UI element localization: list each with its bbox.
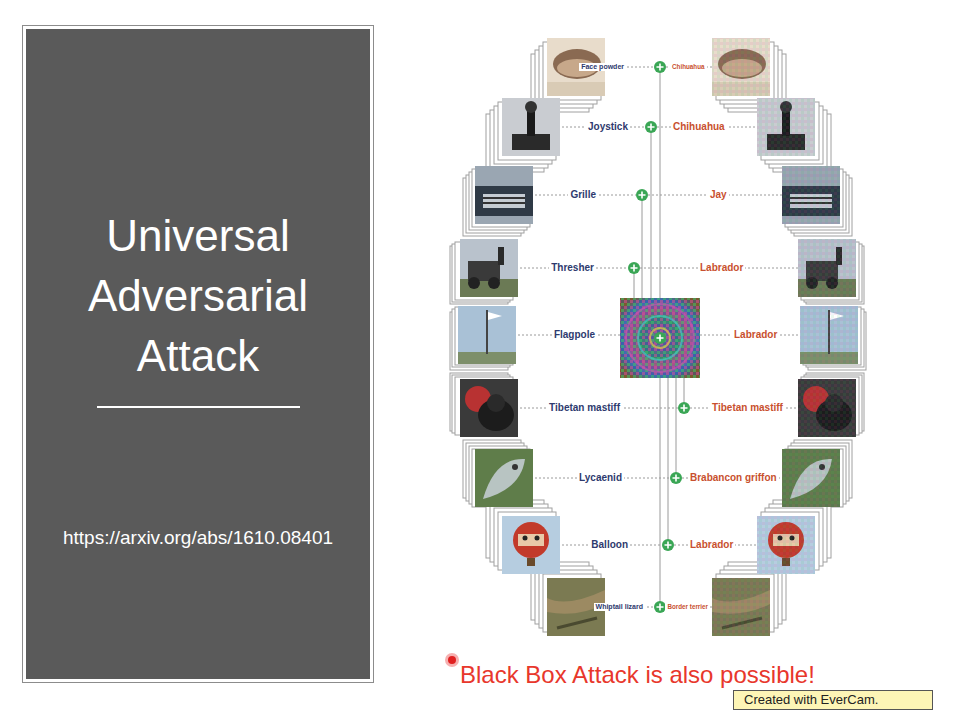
photos-left (458, 38, 605, 636)
perturbation-image (620, 298, 700, 378)
paper-link: https://arxiv.org/abs/1610.08401 (23, 526, 373, 550)
adversarial-class-label: Tibetan mastiff (710, 402, 785, 414)
original-class-label: Balloon (589, 539, 630, 551)
guide-lines (634, 67, 684, 607)
original-class-label: Joystick (586, 121, 630, 133)
original-class-label: Thresher (549, 262, 596, 274)
adversarial-class-label: Chihuahua (671, 121, 727, 133)
adversarial-class-label: Chihuahua (670, 63, 707, 71)
original-class-label: Grille (568, 189, 598, 201)
original-class-label: Flagpole (552, 329, 597, 341)
adversarial-class-label: Labrador (688, 539, 735, 551)
original-class-label: Lycaenid (577, 472, 624, 484)
original-class-label: Whiptail lizard (594, 603, 645, 611)
image-stacks-right (716, 42, 866, 632)
watermark-text: Created with EverCam. (744, 692, 932, 708)
adversarial-class-label: Jay (708, 189, 729, 201)
original-class-label: Tibetan mastiff (547, 402, 622, 414)
note-text: Black Box Attack is also possible! (460, 662, 815, 688)
title-panel: Universal Adversarial Attack https://arxi… (22, 25, 374, 683)
divider-rule (97, 406, 300, 408)
adversarial-class-label: Labrador (732, 329, 779, 341)
slide-title: Universal Adversarial Attack (63, 206, 333, 386)
image-stacks-left (450, 42, 601, 632)
watermark-box: Created with EverCam. (733, 690, 933, 710)
pointer-dot (445, 653, 459, 667)
original-class-label: Face powder (579, 63, 626, 71)
adversarial-class-label: Brabancon griffon (688, 472, 779, 484)
plus-circles (628, 61, 690, 613)
adversarial-class-label: Border terrier (665, 603, 710, 611)
adversarial-class-label: Labrador (698, 262, 745, 274)
